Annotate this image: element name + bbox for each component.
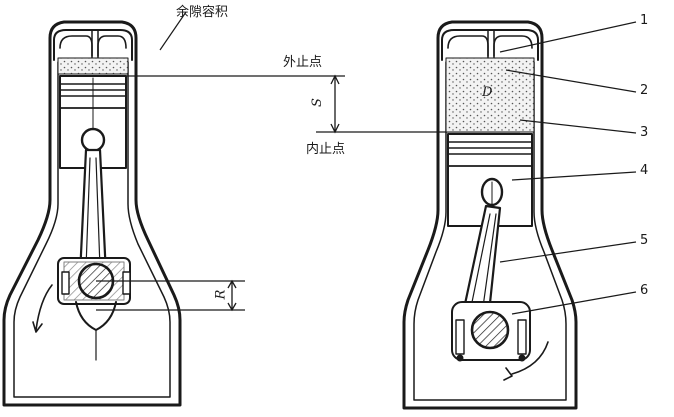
right-engine: [402, 20, 578, 410]
outer-dead-center-label: 外止点: [283, 55, 323, 70]
callout-3: 3: [640, 125, 649, 140]
inner-dead-center-label: 内止点: [306, 142, 346, 157]
callout-5: 5: [640, 233, 649, 248]
left-wrist-pin: [80, 127, 106, 153]
right-housing-inner: [413, 61, 567, 401]
right-housing-outer: [402, 20, 578, 410]
left-intake-valve: [59, 35, 93, 57]
clearance-volume-label: 余隙容积: [176, 5, 229, 20]
left-rotation-arrow: [35, 284, 53, 331]
right-rotation-arrow: [511, 341, 549, 375]
right-cylinder-volume: [445, 57, 535, 133]
left-housing-inner: [13, 61, 171, 398]
left-housing-outer: [2, 20, 182, 407]
right-intake-valve: [447, 35, 489, 57]
left-engine: [2, 20, 182, 407]
callout-2: 2: [640, 83, 649, 98]
right-cylinder-head: [441, 29, 539, 61]
callout-leaders: [499, 21, 637, 315]
bore-label: D: [482, 85, 493, 100]
left-clearance-volume: [57, 57, 129, 75]
callout-6: 6: [640, 283, 649, 298]
stroke-label: S: [309, 98, 325, 107]
callout-4: 4: [640, 163, 649, 178]
left-cylinder-head: [53, 29, 133, 61]
left-exhaust-valve: [97, 35, 127, 57]
callout-1: 1: [640, 13, 649, 28]
right-crankpin: [470, 310, 510, 350]
crank-radius-label: R: [213, 289, 229, 300]
